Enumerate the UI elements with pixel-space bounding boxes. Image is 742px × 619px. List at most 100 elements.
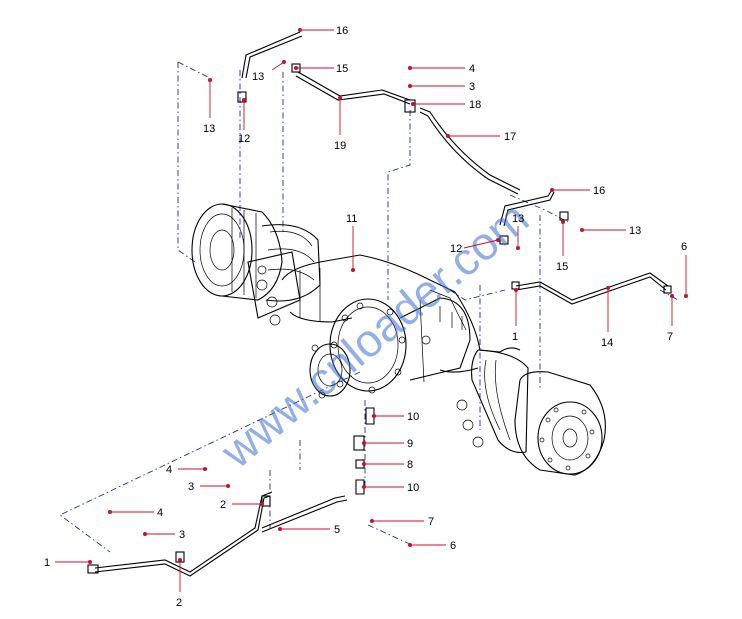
callout-16-right: 16 xyxy=(550,185,605,197)
callout-1-low: 1 xyxy=(44,557,92,569)
callout-4-low: 4 xyxy=(108,507,163,519)
leader-dot xyxy=(411,102,415,106)
leader-dot xyxy=(370,519,374,523)
part-number-label: 2 xyxy=(220,499,226,511)
part-number-label: 14 xyxy=(601,337,613,349)
part-number-label: 5 xyxy=(334,524,340,536)
leader-dot xyxy=(226,484,230,488)
leader-dot xyxy=(516,246,520,250)
part-number-label: 8 xyxy=(407,459,413,471)
leader-dot xyxy=(278,527,282,531)
callout-8: 8 xyxy=(362,459,413,471)
callout-19: 19 xyxy=(334,96,346,152)
part-number-label: 4 xyxy=(166,464,172,476)
part-number-label: 7 xyxy=(428,516,434,528)
leader-dot xyxy=(298,28,302,32)
callout-4-top: 4 xyxy=(408,63,475,75)
right-wheel-hub xyxy=(456,349,606,476)
callout-13-left: 13 xyxy=(203,78,215,135)
callout-5: 5 xyxy=(278,524,340,536)
leader-dot xyxy=(178,558,182,562)
part-number-label: 1 xyxy=(44,557,50,569)
leader-dot xyxy=(351,268,355,272)
leader-dot xyxy=(338,96,342,100)
part-number-label: 12 xyxy=(238,133,250,145)
leader-dot xyxy=(362,441,366,445)
callout-12-left: 12 xyxy=(238,98,250,145)
callout-15-right: 15 xyxy=(556,220,568,273)
callout-17: 17 xyxy=(446,131,516,143)
callout-6-right: 6 xyxy=(681,241,688,298)
part-number-label: 17 xyxy=(504,131,516,143)
leader-dot xyxy=(606,286,610,290)
part-number-label: 15 xyxy=(556,261,568,273)
leader-dot xyxy=(580,228,584,232)
leader-dot xyxy=(408,66,412,70)
callout-14: 14 xyxy=(601,286,613,349)
callout-13-top: 13 xyxy=(252,60,286,83)
leader-dot xyxy=(108,510,112,514)
leader-dot xyxy=(408,543,412,547)
leader-dot xyxy=(446,134,450,138)
callout-10-upper: 10 xyxy=(372,411,419,423)
leader-dot xyxy=(203,467,207,471)
part-number-label: 11 xyxy=(346,213,357,225)
callout-4-mid: 4 xyxy=(166,464,207,476)
part-number-label: 2 xyxy=(176,597,182,609)
part-number-label: 16 xyxy=(593,185,605,197)
leader-dot xyxy=(496,238,500,242)
leader-line xyxy=(463,239,499,249)
callout-3-mid: 3 xyxy=(188,481,230,493)
part-number-label: 9 xyxy=(407,438,413,450)
part-number-label: 13 xyxy=(203,123,215,135)
callout-18: 18 xyxy=(411,99,481,111)
differential-carrier xyxy=(309,289,471,399)
part-number-label: 12 xyxy=(450,243,462,255)
axle-housing xyxy=(191,203,606,476)
part-number-label: 15 xyxy=(336,63,348,75)
part-number-label: 19 xyxy=(334,140,346,152)
part-number-label: 7 xyxy=(667,331,673,343)
leader-dot xyxy=(372,414,376,418)
part-number-label: 13 xyxy=(629,225,641,237)
part-number-label: 6 xyxy=(681,241,687,253)
callout-10-lower: 10 xyxy=(362,482,419,494)
leader-dot xyxy=(561,220,565,224)
leader-line xyxy=(271,61,285,71)
callout-16-top: 16 xyxy=(298,25,348,37)
leader-dot xyxy=(242,98,246,102)
part-number-label: 18 xyxy=(469,99,481,111)
leader-dot xyxy=(408,84,412,88)
callout-2-low: 2 xyxy=(176,558,182,609)
callout-1-right: 1 xyxy=(512,288,518,343)
brake-pipes xyxy=(94,31,669,577)
callout-9: 9 xyxy=(362,438,413,450)
callout-2-mid: 2 xyxy=(220,499,264,511)
callout-7-low: 7 xyxy=(370,516,434,528)
part-number-label: 10 xyxy=(407,411,419,423)
leader-dot xyxy=(684,294,688,298)
callout-3-top: 3 xyxy=(408,81,475,93)
left-wheel-hub xyxy=(191,203,321,302)
callout-13-right: 13 xyxy=(580,225,641,237)
callout-13-mid: 13 xyxy=(512,213,524,250)
leader-dot xyxy=(670,294,674,298)
part-number-label: 3 xyxy=(179,529,185,541)
callout-6-low: 6 xyxy=(408,540,456,552)
callout-15-top: 15 xyxy=(294,63,348,75)
part-number-label: 16 xyxy=(336,25,348,37)
callout-7-right: 7 xyxy=(667,294,674,343)
watermark-text: www.cnloader.com xyxy=(210,191,538,478)
part-number-label: 13 xyxy=(512,213,524,225)
leader-dot xyxy=(362,462,366,466)
leader-dot xyxy=(88,560,92,564)
leader-dot xyxy=(362,485,366,489)
part-number-label: 6 xyxy=(450,540,456,552)
callout-11: 11 xyxy=(346,213,357,272)
part-number-label: 1 xyxy=(512,331,518,343)
leader-dot xyxy=(514,288,518,292)
part-number-label: 4 xyxy=(469,63,475,75)
leader-dot xyxy=(294,66,298,70)
